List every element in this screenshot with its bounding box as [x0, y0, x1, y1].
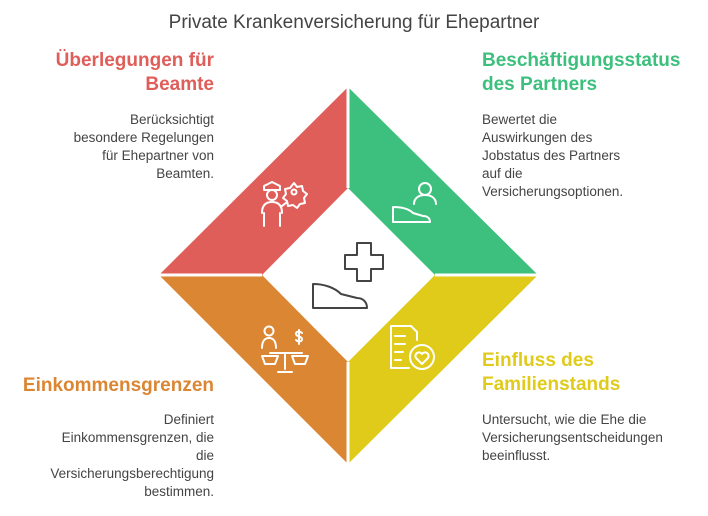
heading-familie-line-2: Familienstands	[482, 374, 621, 395]
desc-familie-line-3: beeinflusst.	[482, 448, 551, 463]
description-beschaeftigung: Bewertet die Auswirkungen des Jobstatus …	[482, 111, 692, 201]
heading-einkommen: Einkommensgrenzen	[10, 374, 214, 398]
heading-familie: Einfluss des Familienstands	[482, 349, 702, 397]
heading-einkommen-line-1: Einkommensgrenzen	[22, 375, 214, 396]
segment-beschaeftigung	[348, 87, 538, 275]
desc-familie-line-1: Untersucht, wie die Ehe die	[482, 412, 647, 427]
desc-beschaeftigung-line-3: Jobstatus des Partners	[482, 148, 621, 163]
heading-beschaeftigung: Beschäftigungsstatus des Partners	[482, 49, 702, 97]
desc-beschaeftigung-line-4: auf die	[482, 166, 523, 181]
desc-beschaeftigung-line-1: Bewertet die	[482, 112, 558, 127]
desc-beschaeftigung-line-5: Versicherungsoptionen.	[482, 184, 624, 199]
desc-einkommen-line-5: bestimmen.	[144, 484, 214, 499]
diagram-title: Private Krankenversicherung für Ehepartn…	[168, 12, 540, 33]
person-scale-dollar-icon	[261, 325, 309, 373]
description-familie: Untersucht, wie die Ehe die Versicherung…	[482, 411, 704, 465]
desc-beamte-line-4: Beamten.	[156, 166, 214, 181]
medical-cross-hand-icon	[312, 242, 384, 309]
desc-beamte-line-1: Berücksichtigt	[129, 112, 214, 127]
desc-beamte-line-2: besondere Regelungen	[73, 130, 214, 145]
heading-beschaeftigung-line-1: Beschäftigungsstatus	[482, 50, 681, 71]
desc-beamte-line-3: für Ehepartner von	[102, 148, 214, 163]
desc-einkommen-line-4: Versicherungsberechtigung	[50, 466, 214, 481]
desc-einkommen-line-1: Definiert	[163, 412, 214, 427]
heading-beschaeftigung-line-2: des Partners	[482, 74, 598, 95]
civil-servant-badge-icon	[261, 181, 308, 227]
description-beamte: Berücksichtigt besondere Regelungen für …	[40, 111, 214, 183]
heading-beamte: Überlegungen für Beamte	[20, 49, 214, 97]
segment-beamte	[159, 87, 348, 275]
heading-beamte-line-1: Überlegungen für	[55, 50, 214, 71]
desc-familie-line-2: Versicherungsentscheidungen	[482, 430, 663, 445]
desc-beschaeftigung-line-2: Auswirkungen des	[482, 130, 593, 145]
description-einkommen: Definiert Einkommensgrenzen, die die Ver…	[14, 411, 214, 501]
heading-beamte-line-2: Beamte	[145, 74, 214, 95]
segment-familie	[348, 275, 538, 464]
desc-einkommen-line-3: die	[195, 448, 214, 463]
segment-einkommen	[159, 275, 348, 464]
person-hand-icon	[392, 182, 437, 223]
heading-familie-line-1: Einfluss des	[482, 350, 594, 371]
document-heart-icon	[390, 325, 435, 370]
desc-einkommen-line-2: Einkommensgrenzen, die	[61, 430, 214, 445]
